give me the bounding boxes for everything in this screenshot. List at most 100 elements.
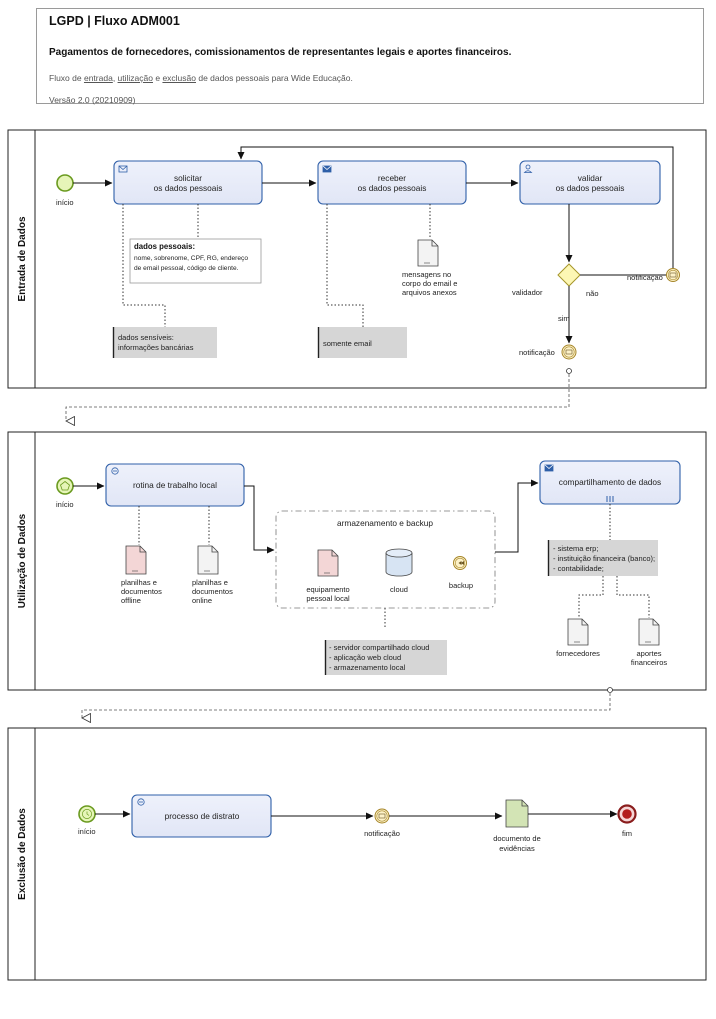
equip-line2: pessoal local bbox=[306, 594, 350, 603]
evidence-line1: documento de bbox=[493, 834, 541, 843]
task-distrato-label: processo de distrato bbox=[165, 811, 240, 821]
start-label: início bbox=[56, 198, 74, 207]
doc-label-line3: arquivos anexos bbox=[402, 288, 457, 297]
task-receber-line1: receber bbox=[378, 173, 406, 183]
cloud-database-icon bbox=[385, 548, 413, 577]
task-receber-line2: os dados pessoais bbox=[358, 183, 427, 193]
document-icon bbox=[417, 239, 439, 267]
sensitive-line2: informações bancárias bbox=[118, 343, 194, 352]
equip-line1: equipamento bbox=[306, 585, 349, 594]
task-validar-line2: os dados pessoais bbox=[556, 183, 625, 193]
note-line2: de email pessoal, código de cliente. bbox=[134, 265, 239, 272]
evidence-line2: evidências bbox=[499, 844, 535, 853]
note-title: dados pessoais: bbox=[134, 242, 195, 251]
page-subtitle: Pagamentos de fornecedores, comissioname… bbox=[49, 47, 512, 58]
lane-exclusao: Exclusão de Dados início processo de dis… bbox=[7, 727, 707, 981]
only-email-text: somente email bbox=[323, 339, 372, 348]
group-armazenamento: armazenamento e backup equipamento pesso… bbox=[275, 510, 496, 609]
task-rotina-label: rotina de trabalho local bbox=[133, 480, 217, 490]
backup-label: backup bbox=[449, 581, 473, 590]
notif-bottom-label: notificação bbox=[519, 348, 555, 357]
refresh-icon bbox=[137, 798, 145, 806]
gateway-yes-label: sim bbox=[558, 314, 570, 323]
note-storage: - servidor compartilhado cloud - aplicaç… bbox=[324, 640, 447, 675]
aportes-line2: financeiros bbox=[631, 658, 668, 667]
note-somente-email: somente email bbox=[317, 327, 407, 358]
desc-link-entrada[interactable]: entrada bbox=[83, 73, 113, 83]
desc-prefix: Fluxo de bbox=[49, 73, 84, 83]
desc-suffix: de dados pessoais para Wide Educação. bbox=[196, 73, 353, 83]
spreadsheet-online-icon bbox=[197, 545, 219, 575]
cloud-label: cloud bbox=[390, 585, 408, 594]
offline-line1: planilhas e bbox=[121, 578, 157, 587]
start-event[interactable] bbox=[56, 477, 74, 495]
note-share: - sistema erp; - instituição financeira … bbox=[547, 540, 658, 576]
page-title: LGPD | Fluxo ADM001 bbox=[49, 14, 180, 28]
sensitive-line1: dados sensíveis: bbox=[118, 333, 174, 342]
online-line3: online bbox=[192, 596, 212, 605]
page-description: Fluxo de entrada, utilização e exclusão … bbox=[49, 73, 353, 83]
doc-label-line1: mensagens no bbox=[402, 270, 451, 279]
offline-line2: documentos bbox=[121, 587, 162, 596]
task-validar-line1: validar bbox=[578, 173, 603, 183]
desc-link-exclusao[interactable]: exclusão bbox=[162, 73, 196, 83]
task-receber[interactable]: receber os dados pessoais bbox=[317, 160, 467, 205]
online-line1: planilhas e bbox=[192, 578, 228, 587]
start-label: início bbox=[78, 827, 96, 836]
spreadsheet-offline-icon bbox=[125, 545, 147, 575]
notification-event[interactable] bbox=[374, 808, 390, 824]
aportes-doc-icon bbox=[638, 618, 660, 646]
fornecedores-doc-icon bbox=[567, 618, 589, 646]
evidence-document-icon bbox=[505, 799, 529, 828]
notif-label: notificação bbox=[364, 829, 400, 838]
notification-event-bottom[interactable] bbox=[561, 344, 577, 360]
task-distrato[interactable]: processo de distrato bbox=[131, 794, 272, 838]
share-line3: - contabilidade; bbox=[553, 564, 604, 573]
local-equipment-icon bbox=[317, 549, 339, 577]
task-solicitar-line2: os dados pessoais bbox=[154, 183, 223, 193]
fornecedores-label: fornecedores bbox=[556, 649, 600, 658]
lane-entrada: Entrada de Dados início solicitar os dad… bbox=[7, 129, 707, 389]
backup-icon bbox=[453, 556, 467, 570]
envelope-icon bbox=[544, 464, 554, 472]
lane-label-exclusao: Exclusão de Dados bbox=[17, 808, 28, 900]
storage-line1: - servidor compartilhado cloud bbox=[329, 643, 429, 652]
share-line1: - sistema erp; bbox=[553, 544, 598, 553]
note-line1: nome, sobrenome, CPF, RG, endereço bbox=[134, 255, 248, 262]
start-event[interactable] bbox=[56, 174, 74, 192]
task-validar[interactable]: validar os dados pessoais bbox=[519, 160, 661, 205]
end-event[interactable] bbox=[617, 804, 637, 824]
note-dados-pessoais: dados pessoais: nome, sobrenome, CPF, RG… bbox=[129, 238, 262, 284]
share-task-label: compartilhamento de dados bbox=[559, 477, 661, 487]
lane-utilizacao: Utilização de Dados início rotina de tra… bbox=[7, 431, 707, 691]
desc-link-utilizacao[interactable]: utilização bbox=[117, 73, 153, 83]
timer-start-event[interactable] bbox=[78, 805, 96, 823]
desc-sep2: e bbox=[152, 73, 163, 83]
lane-label-utilizacao: Utilização de Dados bbox=[17, 513, 28, 608]
storage-line3: - armazenamento local bbox=[329, 663, 406, 672]
notif-top-label: notificação bbox=[627, 273, 663, 282]
share-line2: - instituição financeira (banco); bbox=[553, 554, 655, 563]
lane-label-entrada: Entrada de Dados bbox=[17, 216, 28, 301]
notification-event-top[interactable] bbox=[666, 268, 680, 282]
refresh-icon bbox=[111, 467, 119, 475]
header-panel: LGPD | Fluxo ADM001 Pagamentos de fornec… bbox=[36, 8, 704, 105]
start-label: início bbox=[56, 500, 74, 509]
storage-line2: - aplicação web cloud bbox=[329, 653, 401, 662]
task-solicitar-line1: solicitar bbox=[174, 173, 202, 183]
task-solicitar[interactable]: solicitar os dados pessoais bbox=[113, 160, 263, 205]
task-rotina[interactable]: rotina de trabalho local bbox=[105, 463, 245, 507]
multi-instance-icon bbox=[606, 496, 614, 502]
desc-sep1: , bbox=[112, 73, 118, 83]
end-label: fim bbox=[622, 829, 632, 838]
task-compartilhamento[interactable]: compartilhamento de dados bbox=[539, 460, 681, 505]
envelope-icon bbox=[118, 165, 128, 173]
gateway-label: validador bbox=[512, 288, 543, 297]
online-line2: documentos bbox=[192, 587, 233, 596]
aportes-line1: aportes bbox=[636, 649, 661, 658]
version-text: Versão 2.0 (20210909) bbox=[49, 95, 136, 105]
gateway-no-label: não bbox=[586, 289, 599, 298]
group-title: armazenamento e backup bbox=[337, 518, 433, 528]
note-dados-sensiveis: dados sensíveis: informações bancárias bbox=[112, 327, 217, 358]
